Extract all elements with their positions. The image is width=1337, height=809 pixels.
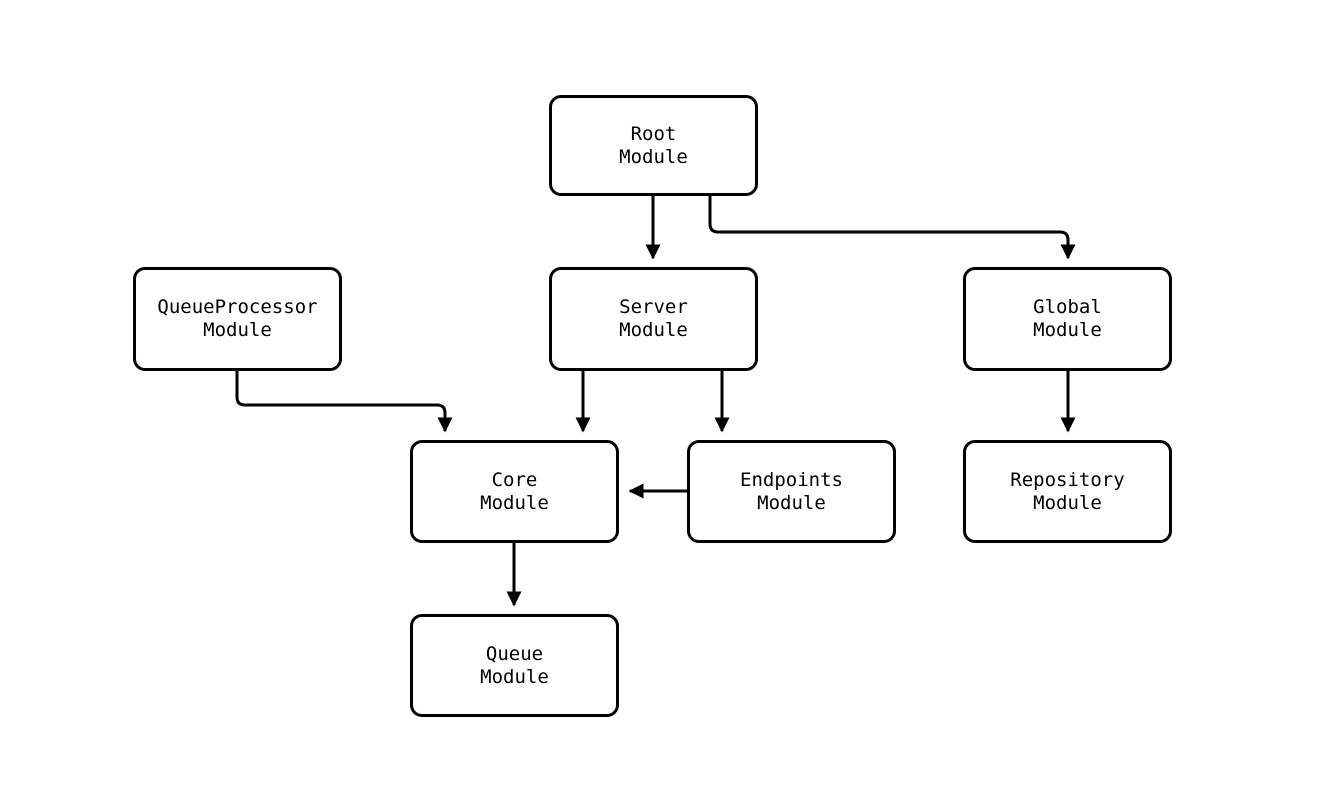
edge-paths — [235, 196, 1076, 607]
node-root[interactable]: Root Module — [549, 95, 758, 196]
node-label-repository: Repository Module — [1010, 468, 1125, 514]
edge-root-to-global — [708, 196, 1076, 260]
node-queueprocessor[interactable]: QueueProcessor Module — [133, 267, 342, 371]
node-server[interactable]: Server Module — [549, 267, 758, 371]
node-endpoints[interactable]: Endpoints Module — [687, 440, 896, 543]
node-label-endpoints: Endpoints Module — [740, 468, 843, 514]
node-label-queue: Queue Module — [480, 642, 549, 688]
node-global[interactable]: Global Module — [963, 267, 1172, 371]
node-label-server: Server Module — [619, 296, 688, 341]
node-label-root: Root Module — [619, 122, 688, 168]
node-label-global: Global Module — [1033, 296, 1102, 341]
node-core[interactable]: Core Module — [410, 440, 619, 543]
edge-queueprocessor-to-core — [235, 371, 453, 433]
node-repository[interactable]: Repository Module — [963, 440, 1172, 543]
node-queue[interactable]: Queue Module — [410, 614, 619, 717]
node-label-queueprocessor: QueueProcessor Module — [157, 296, 318, 341]
node-label-core: Core Module — [480, 468, 549, 514]
